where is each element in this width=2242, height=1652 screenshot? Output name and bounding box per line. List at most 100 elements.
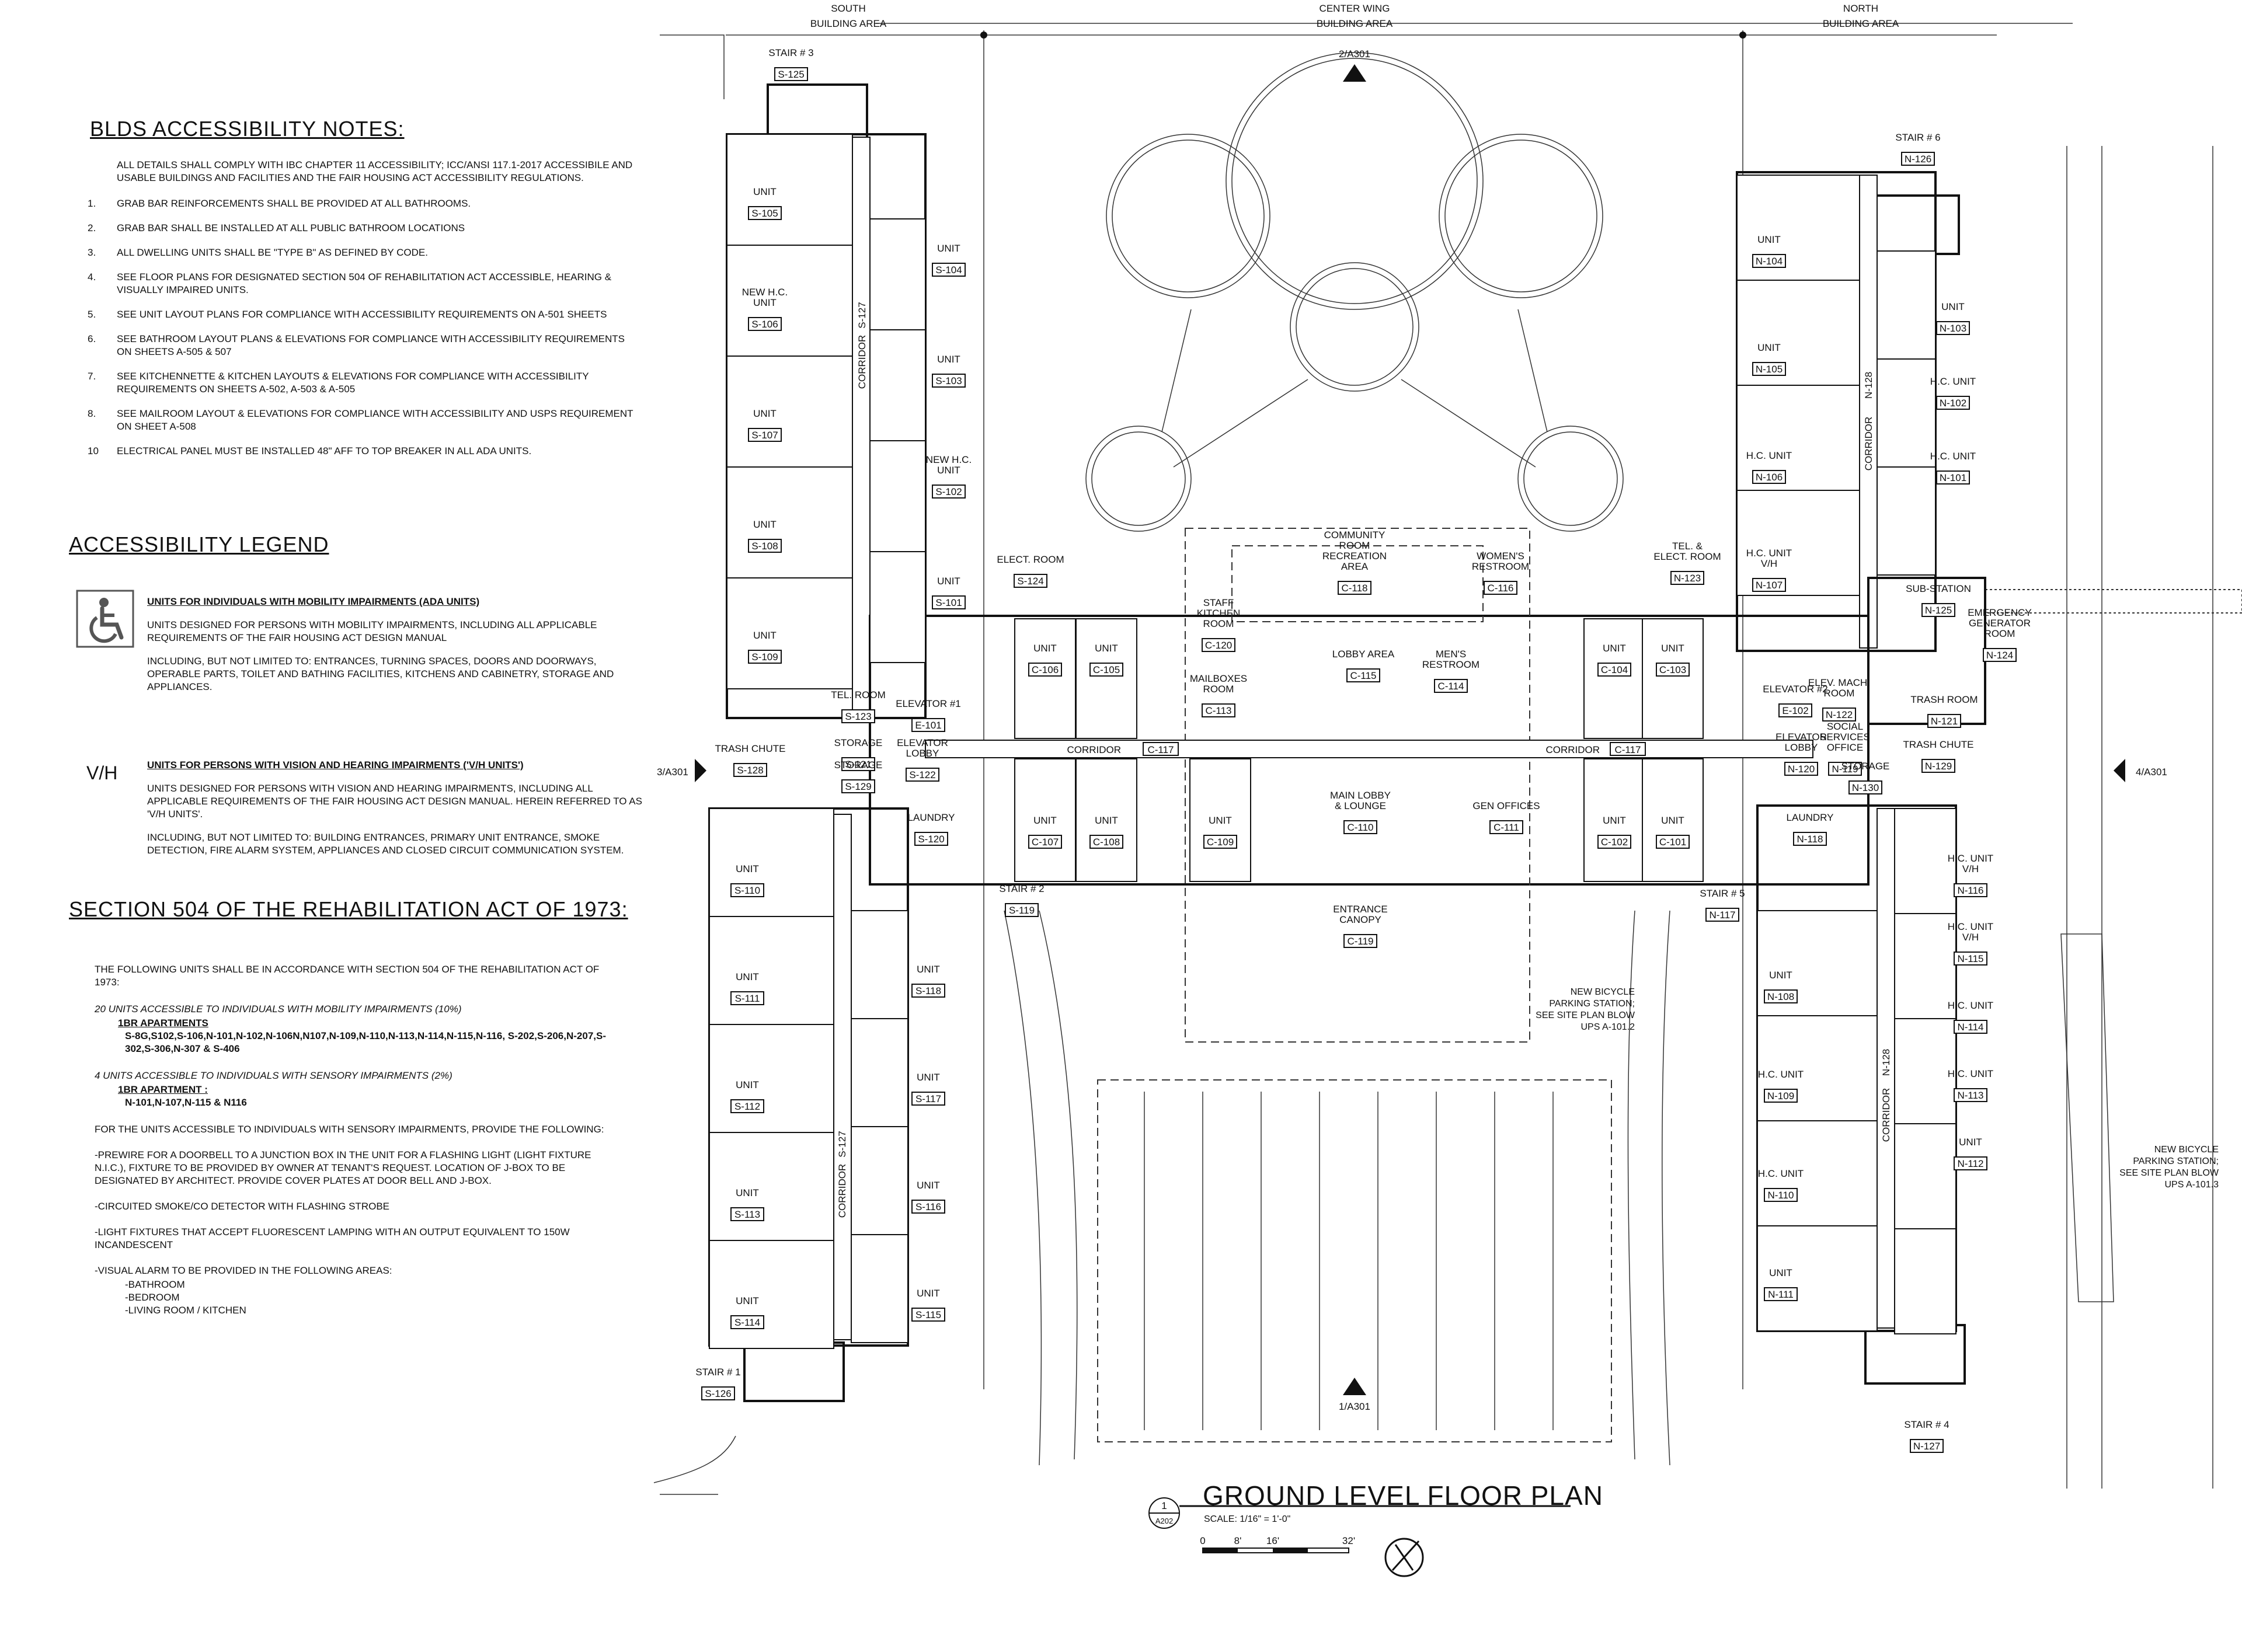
svg-text:N-107: N-107 <box>1756 580 1783 591</box>
svg-text:N-118: N-118 <box>1797 834 1823 845</box>
svg-text:N-126: N-126 <box>1905 154 1931 165</box>
svg-text:EMERGENCY: EMERGENCY <box>1968 607 2032 618</box>
svg-text:S-124: S-124 <box>1017 576 1043 587</box>
svg-text:C-115: C-115 <box>1350 670 1376 681</box>
area-label: CENTER WING <box>1320 3 1390 14</box>
unit-label: UNITS-101 <box>932 576 966 609</box>
svg-text:CORRIDOR: CORRIDOR <box>1881 1088 1892 1142</box>
svg-text:SERVICES: SERVICES <box>1820 731 1870 743</box>
unit-outline <box>1894 913 1956 1019</box>
notes-title: BLDS ACCESSIBILITY NOTES: <box>90 117 405 141</box>
unit-outline <box>1075 618 1137 739</box>
svg-text:0: 0 <box>1200 1535 1205 1546</box>
svg-text:E-101: E-101 <box>915 720 941 731</box>
svg-text:UNIT: UNIT <box>753 519 777 530</box>
mobility-list: S-8G,S102,S-106,N-101,N-102,N-106N,N107,… <box>125 1030 607 1054</box>
unit-label: NEW H.C.UNITS-106 <box>742 287 788 331</box>
svg-text:V/H: V/H <box>1761 558 1777 569</box>
corridor-s127-lower: CORRIDOR S-127 <box>837 1131 848 1218</box>
unit-outline <box>1894 1018 1956 1124</box>
svg-text:UNIT: UNIT <box>1757 234 1781 245</box>
unit-label: UNITS-117 <box>911 1072 945 1106</box>
unit-outline <box>1877 466 1936 576</box>
svg-text:N-128: N-128 <box>1863 372 1874 399</box>
note-item: 6.SEE BATHROOM LAYOUT PLANS & ELEVATIONS… <box>88 333 625 357</box>
svg-text:N-109: N-109 <box>1767 1090 1794 1102</box>
mobility-sub: 1BR APARTMENTS <box>118 1017 208 1029</box>
svg-text:N-128: N-128 <box>1881 1049 1892 1076</box>
svg-text:C-119: C-119 <box>1347 936 1373 947</box>
note-item: 7.SEE KITCHENNETTE & KITCHEN LAYOUTS & E… <box>88 371 589 395</box>
svg-text:LAUNDRY: LAUNDRY <box>908 812 955 823</box>
elev-ref-right: 4/A301 <box>2136 766 2167 778</box>
unit-outline <box>1894 808 1956 914</box>
svg-text:S-101: S-101 <box>935 597 962 608</box>
svg-text:H.C. UNIT: H.C. UNIT <box>1948 1068 1993 1079</box>
corridor-n128-lower: CORRIDOR N-128 <box>1881 1049 1892 1142</box>
unit-outline <box>851 1234 908 1343</box>
sensory-sub: 1BR APARTMENT : <box>118 1084 208 1095</box>
svg-text:TRASH CHUTE: TRASH CHUTE <box>1903 739 1974 750</box>
svg-text:C-114: C-114 <box>1437 681 1464 692</box>
svg-text:ELEV. MACH.: ELEV. MACH. <box>1808 677 1870 688</box>
unit-label: UNITS-109 <box>748 630 782 664</box>
unit-label: UNITS-112 <box>730 1079 764 1113</box>
drawing-callout: 1 A202 <box>1148 1497 1571 1529</box>
svg-text:CANOPY: CANOPY <box>1339 914 1381 925</box>
note-item: 8.SEE MAILROOM LAYOUT & ELEVATIONS FOR C… <box>88 408 633 432</box>
north-arrow-icon <box>1384 1538 1424 1577</box>
svg-text:CORRIDOR: CORRIDOR <box>1067 744 1121 755</box>
svg-text:C-118: C-118 <box>1341 583 1367 594</box>
elev-ref-top: 2/A301 <box>1339 48 1370 60</box>
svg-text:UNIT: UNIT <box>736 1187 759 1198</box>
svg-text:S-122: S-122 <box>909 769 935 780</box>
svg-text:H.C. UNIT: H.C. UNIT <box>1930 451 1976 462</box>
svg-text:H.C. UNIT: H.C. UNIT <box>1746 450 1792 461</box>
vh-symbol: V/H <box>86 762 118 783</box>
unit-outline <box>709 1024 834 1133</box>
unit-outline <box>1757 1120 1878 1226</box>
svg-text:& LOUNGE: & LOUNGE <box>1335 800 1386 811</box>
svg-text:V/H: V/H <box>1962 863 1979 874</box>
svg-text:S-112: S-112 <box>734 1101 760 1112</box>
svg-text:UNIT: UNIT <box>1209 815 1232 826</box>
svg-text:8': 8' <box>1234 1535 1242 1546</box>
svg-text:C-110: C-110 <box>1347 822 1373 833</box>
svg-text:LOBBY: LOBBY <box>906 748 939 759</box>
svg-text:TEL. ROOM: TEL. ROOM <box>831 689 886 700</box>
unit-label: ELEVATOR #2E-102 <box>1763 684 1828 717</box>
svg-text:H.C. UNIT: H.C. UNIT <box>1948 1000 1993 1011</box>
svg-text:N-129: N-129 <box>1925 761 1952 772</box>
notes-intro: ALL DETAILS SHALL COMPLY WITH IBC CHAPTE… <box>117 159 633 183</box>
center-wing: CORRIDOR C-117 CORRIDOR C-117 <box>869 528 1870 1043</box>
unit-label: UNITS-115 <box>911 1288 945 1322</box>
svg-text:UNIT: UNIT <box>1033 643 1057 654</box>
unit-label: UNITS-108 <box>748 519 782 553</box>
svg-text:UNIT: UNIT <box>736 1295 759 1306</box>
svg-text:UNIT: UNIT <box>1959 1137 1982 1148</box>
svg-text:CORRIDOR: CORRIDOR <box>1545 744 1600 755</box>
unit-outline <box>1014 618 1076 739</box>
area-headers: SOUTH BUILDING AREA CENTER WING BUILDING… <box>726 3 1997 1389</box>
svg-text:UNIT: UNIT <box>917 964 940 975</box>
svg-text:S-114: S-114 <box>734 1317 760 1328</box>
svg-text:N-125: N-125 <box>1925 605 1952 616</box>
note-item: 1.GRAB BAR REINFORCEMENTS SHALL BE PROVI… <box>88 198 471 209</box>
svg-text:KITCHEN: KITCHEN <box>1197 608 1241 619</box>
svg-text:H.C. UNIT: H.C. UNIT <box>1758 1168 1804 1179</box>
plan-scale: SCALE: 1/16" = 1'-0" <box>1204 1514 1291 1524</box>
svg-text:S-110: S-110 <box>734 885 760 896</box>
legend-ada-p2: INCLUDING, BUT NOT LIMITED TO: ENTRANCES… <box>147 656 614 692</box>
svg-text:C-107: C-107 <box>1032 837 1059 848</box>
